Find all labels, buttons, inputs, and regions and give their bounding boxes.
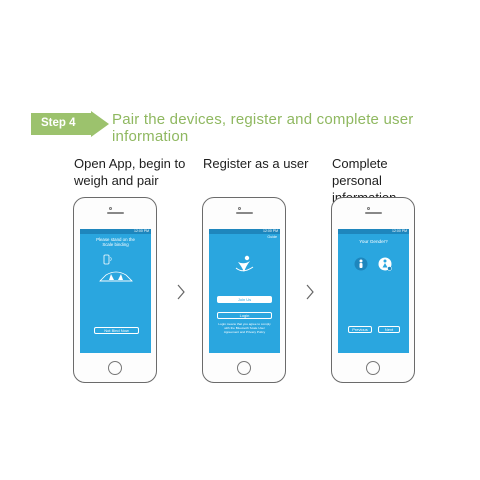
next-arrow-icon xyxy=(177,284,185,300)
home-button[interactable] xyxy=(108,361,122,375)
phone-speaker xyxy=(365,212,382,214)
status-time: 12:00 PM xyxy=(134,229,149,233)
previous-button[interactable]: Previous xyxy=(348,326,372,333)
next-arrow-icon xyxy=(306,284,314,300)
home-button[interactable] xyxy=(366,361,380,375)
register-screen: 12:00 PM Guide Join Us Login Login means… xyxy=(209,229,280,353)
female-icon[interactable] xyxy=(378,257,392,271)
gender-question: Your Gender? xyxy=(359,239,388,244)
phone-bluetooth-icon xyxy=(103,254,112,265)
terms-text: Login means that you agree to comply wit… xyxy=(218,322,271,334)
phone-personal-info: 12:00 PM Your Gender? Previous Next xyxy=(331,197,415,383)
page-title: Pair the devices, register and complete … xyxy=(112,111,414,145)
login-button[interactable]: Login xyxy=(217,312,272,319)
join-us-button[interactable]: Join Us xyxy=(217,296,272,303)
status-bar: 12:00 PM xyxy=(209,229,280,234)
step-label: Step 4 xyxy=(41,117,76,129)
phone-camera xyxy=(367,207,370,210)
status-bar: 12:00 PM xyxy=(338,229,409,234)
next-button[interactable]: Next xyxy=(378,326,400,333)
phone-register: 12:00 PM Guide Join Us Login Login means… xyxy=(202,197,286,383)
status-time: 12:00 PM xyxy=(392,229,407,233)
phone-pairing: 12:00 PM Please stand on the Scale bindi… xyxy=(73,197,157,383)
guide-link[interactable]: Guide xyxy=(267,235,277,239)
person-logo-icon xyxy=(235,255,254,272)
scale-icon xyxy=(99,271,133,282)
pairing-screen: 12:00 PM Please stand on the Scale bindi… xyxy=(80,229,151,353)
phone-camera xyxy=(238,207,241,210)
status-time: 12:00 PM xyxy=(263,229,278,233)
phone-speaker xyxy=(236,212,253,214)
not-bind-now-button[interactable]: Not Bind Now xyxy=(94,327,139,334)
phone-speaker xyxy=(107,212,124,214)
caption-open-app: Open App, begin to weigh and pair xyxy=(74,156,186,188)
phone-camera xyxy=(109,207,112,210)
status-bar: 12:00 PM xyxy=(80,229,151,234)
step-arrow-shape xyxy=(31,111,109,137)
male-icon[interactable] xyxy=(354,257,368,271)
pairing-message: Please stand on the Scale binding xyxy=(96,237,135,247)
personal-info-screen: 12:00 PM Your Gender? Previous Next xyxy=(338,229,409,353)
home-button[interactable] xyxy=(237,361,251,375)
caption-register: Register as a user xyxy=(203,156,309,171)
step-badge: Step 4 xyxy=(31,111,109,137)
